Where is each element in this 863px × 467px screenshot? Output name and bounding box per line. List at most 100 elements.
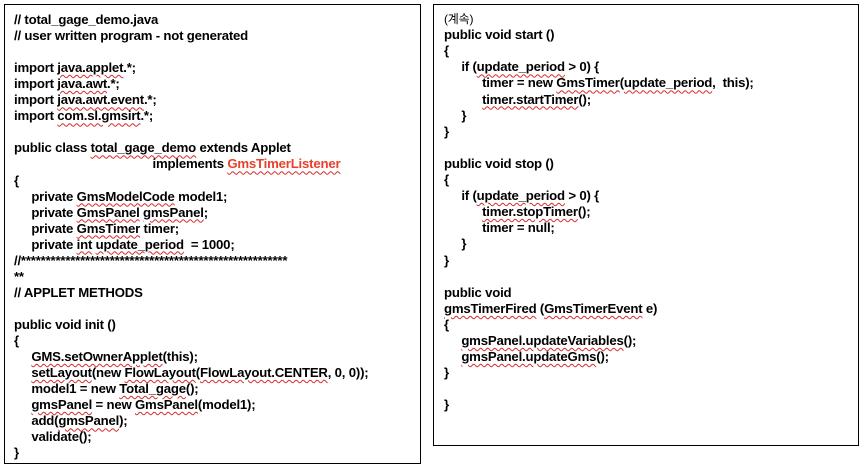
code-token: model1 = new — [14, 381, 120, 397]
code-token-flagged: update_period — [476, 59, 565, 75]
code-token: { — [444, 172, 449, 187]
code-token: validate(); — [14, 429, 92, 445]
code-token: { — [444, 316, 449, 332]
code-token-flagged: FlowLayout — [124, 365, 196, 381]
code-token: import — [14, 76, 58, 92]
code-token: } — [444, 252, 449, 268]
right-code-panel: (계속)public void start (){ if (update_per… — [433, 4, 859, 446]
code-token — [444, 204, 482, 219]
code-line: setLayout(new FlowLayout(FlowLayout.CENT… — [14, 365, 368, 381]
code-token: e) — [642, 300, 658, 316]
code-token: private — [14, 220, 77, 236]
code-token-flagged: gmsPanel — [58, 413, 120, 429]
code-token-flagged: int — [76, 236, 93, 252]
code-token: extends Applet — [196, 140, 291, 156]
code-token: (계속) — [444, 12, 474, 26]
code-line: timer.stopTimer(); — [444, 204, 590, 220]
code-token: private — [14, 188, 77, 204]
code-token: (); — [596, 349, 609, 365]
code-token: timer = new — [444, 75, 557, 91]
code-token: (model1); — [197, 397, 256, 413]
code-line: } — [444, 124, 449, 140]
right-code-listing: (계속)public void start (){ if (update_per… — [444, 11, 854, 441]
code-line: public void start () — [444, 27, 554, 43]
code-line: } — [444, 108, 466, 124]
code-token-flagged: timer.startTimer — [482, 91, 579, 107]
code-line: implements GmsTimerListener — [14, 156, 341, 172]
code-line: gmsPanel = new GmsPanel(model1); — [14, 397, 255, 413]
code-line: import java.awt.event.*; — [14, 92, 157, 108]
code-line: import java.awt.*; — [14, 76, 120, 92]
code-line: import com.sl.gmsirt.*; — [14, 108, 153, 124]
code-token — [444, 333, 461, 348]
code-line: if (update_period > 0) { — [444, 188, 599, 204]
code-line: // user written program - not generated — [14, 28, 248, 44]
code-token: //**************************************… — [14, 252, 288, 268]
code-token: import — [14, 92, 58, 108]
code-token: .*; — [123, 60, 136, 76]
code-token: ); — [119, 413, 128, 429]
code-token: , this); — [712, 75, 754, 91]
code-line: gmsPanel.updateVariables(); — [444, 333, 636, 349]
code-line: } — [14, 445, 19, 461]
code-token: import — [14, 60, 58, 76]
code-token: .*; — [107, 76, 120, 92]
code-token — [14, 397, 31, 412]
code-token-flagged: update_period — [623, 75, 713, 91]
code-token: } — [14, 445, 19, 461]
code-line: { — [444, 43, 449, 59]
code-line: add(gmsPanel); — [14, 413, 127, 429]
code-token: > 0) { — [564, 188, 600, 204]
code-line: } — [444, 397, 449, 413]
code-token: (); — [185, 381, 199, 397]
code-line: private GmsTimer timer; — [14, 221, 179, 237]
code-token-flagged: GMS.setOwnerApplet — [31, 349, 163, 365]
code-token: timer; — [140, 220, 180, 236]
code-token-flagged: GmsTimer — [556, 75, 620, 91]
code-token: } — [444, 397, 449, 413]
code-token: public void init () — [14, 316, 116, 332]
code-token: implements — [14, 156, 228, 172]
code-token: add( — [14, 413, 59, 429]
left-code-listing: // total_gage_demo.java// user written p… — [14, 12, 414, 460]
code-token-flagged: Total_gage — [119, 381, 186, 397]
code-line: } — [444, 236, 466, 252]
code-token: // total_gage_demo.java — [14, 12, 159, 27]
code-token — [444, 349, 461, 364]
code-token: = 1000; — [183, 236, 235, 252]
code-token: .*; — [140, 108, 154, 124]
code-line: if (update_period > 0) { — [444, 59, 599, 75]
code-token: // user written program - not generated — [14, 28, 249, 44]
code-line: public void stop () — [444, 156, 554, 172]
code-token — [444, 92, 482, 107]
code-token-flagged: java.awt — [57, 76, 108, 92]
code-token-flagged: GmsTimerEvent — [544, 300, 643, 316]
code-token: } — [444, 123, 449, 139]
code-line: private GmsPanel gmsPanel; — [14, 205, 208, 221]
code-line: } — [444, 365, 449, 381]
code-line: ** — [14, 269, 24, 285]
code-token: // APPLET METHODS — [14, 284, 143, 300]
code-token: (); — [578, 91, 591, 107]
code-token: ( — [195, 365, 200, 381]
code-token: .*; — [143, 92, 157, 108]
code-token: } — [444, 365, 449, 381]
code-token-flagged: update_period — [476, 188, 565, 204]
code-token-flagged: GmsPanel — [134, 397, 198, 413]
code-token: { — [14, 333, 19, 348]
code-token: private — [14, 236, 77, 252]
code-line: // APPLET METHODS — [14, 285, 143, 301]
code-token: (new — [91, 365, 125, 381]
code-line: gmsTimerFired (GmsTimerEvent e) — [444, 301, 657, 317]
code-token: { — [14, 172, 19, 188]
code-token: (); — [623, 333, 637, 348]
code-token: if ( — [444, 188, 477, 204]
code-token: import — [14, 108, 58, 124]
code-token-flagged: setLayout — [31, 365, 92, 381]
code-token — [14, 365, 31, 380]
code-token: , 0, 0)); — [327, 365, 369, 381]
code-token-flagged: total_gage_demo — [90, 140, 197, 156]
code-line: private GmsModelCode model1; — [14, 189, 227, 205]
code-token: } — [444, 236, 467, 252]
code-token-flagged: gmsTimerFired — [444, 300, 537, 316]
